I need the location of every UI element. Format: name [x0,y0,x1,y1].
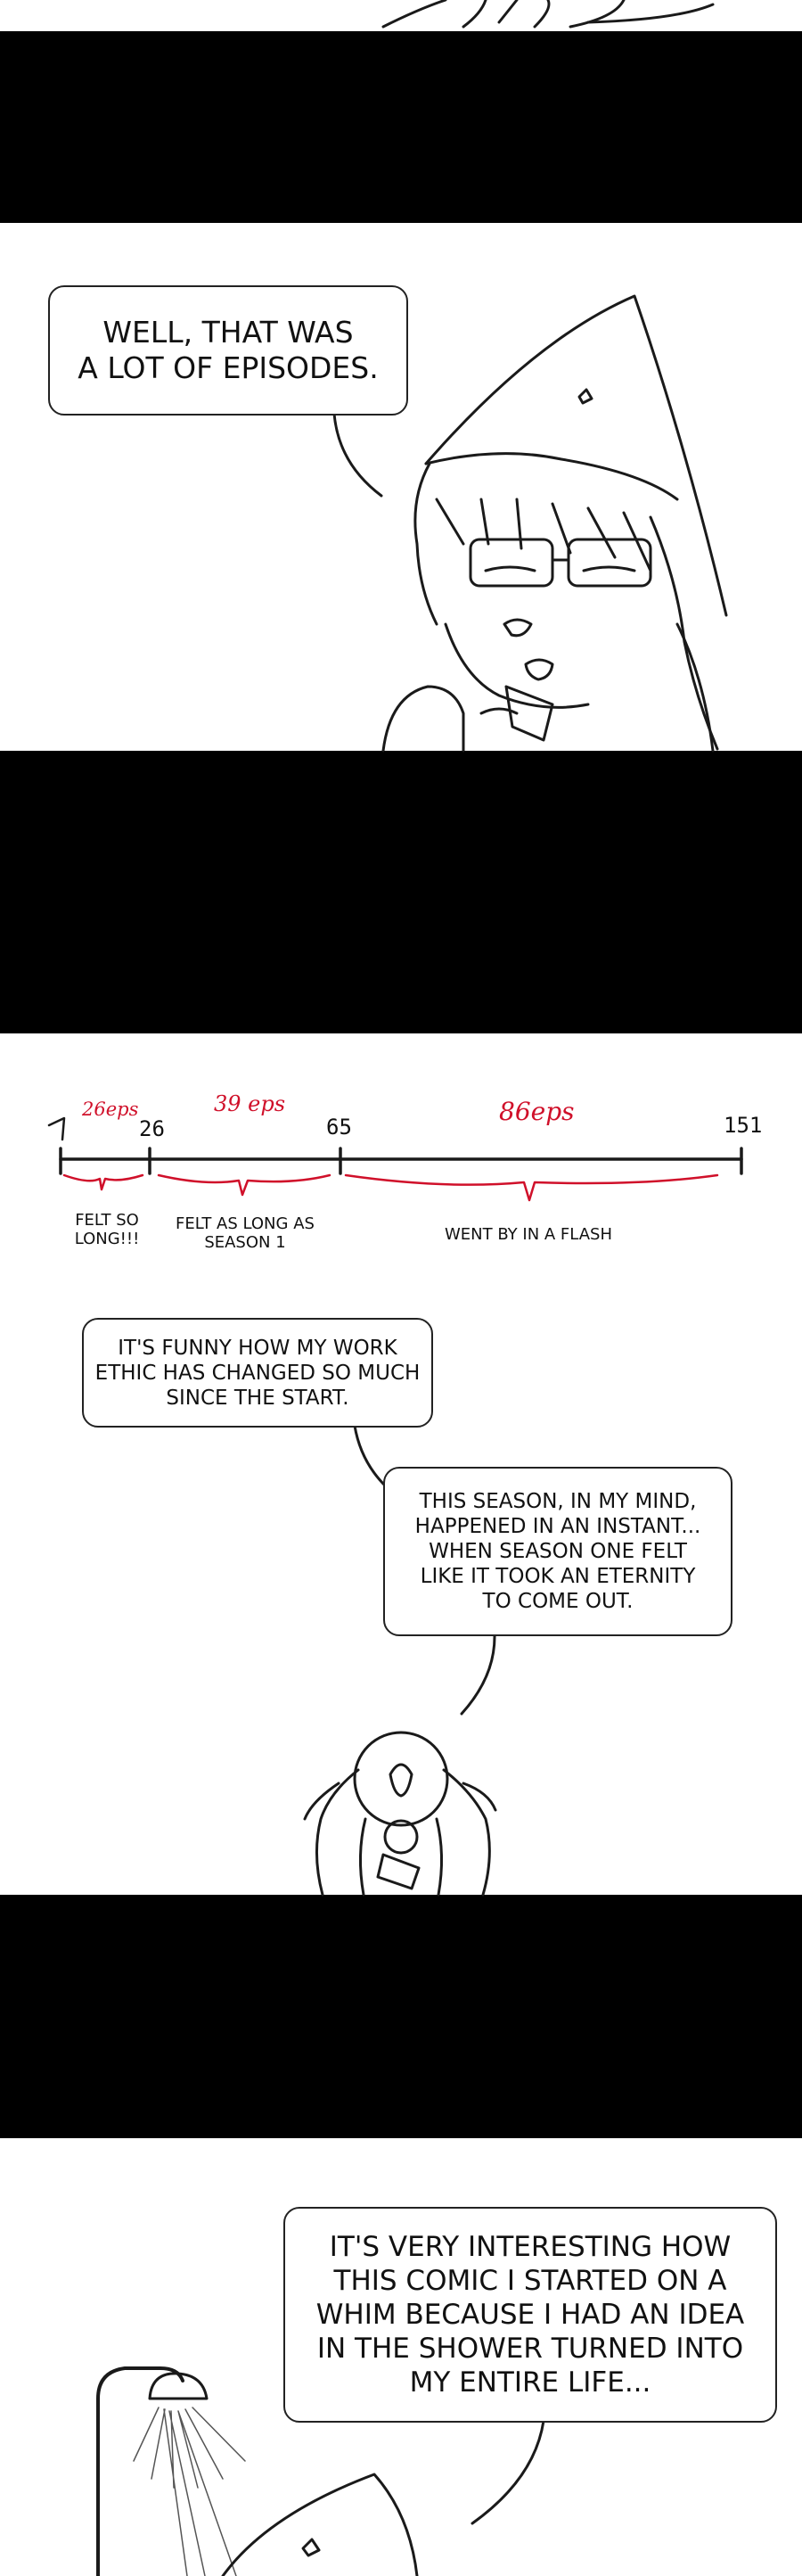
timeline-mark-65: 65 [326,1115,352,1140]
timeline-label-felt-so-long: FELT SO LONG!!! [74,1211,140,1248]
timeline-mark-26: 26 [139,1116,165,1141]
gnome-hat-bottom [221,2473,419,2576]
top-character-fragment [381,0,715,29]
timeline-graphic [47,1116,743,1202]
small-round-character [303,1731,497,1897]
bubble-tail-1 [332,412,383,498]
timeline-label-season-1: FELT AS LONG AS SEASON 1 [176,1214,315,1252]
timeline-count-86: 86eps [499,1097,575,1126]
speech-bubble-season: THIS SEASON, IN MY MIND, HAPPENED IN AN … [383,1467,732,1636]
panel-separator-1 [0,31,802,223]
panel-separator-2 [0,751,802,1033]
bubble-tail-3 [460,1633,496,1716]
panel-separator-3 [0,1895,802,2138]
bubble-tail-4 [471,2419,545,2525]
timeline-label-flash: WENT BY IN A FLASH [444,1225,613,1244]
speech-bubble-shower-idea: IT'S VERY INTERESTING HOW THIS COMIC I S… [283,2207,777,2423]
timeline-count-39: 39 eps [214,1091,286,1116]
timeline-mark-151: 151 [724,1113,763,1138]
shower-head-graphic [96,2366,246,2576]
speech-bubble-episodes: WELL, THAT WAS A LOT OF EPISODES. [48,285,408,416]
bubble-tail-2 [353,1424,389,1489]
timeline-count-26: 26eps [82,1099,139,1120]
gnome-girl-character [381,294,728,753]
speech-bubble-work-ethic: IT'S FUNNY HOW MY WORK ETHIC HAS CHANGED… [82,1318,433,1428]
